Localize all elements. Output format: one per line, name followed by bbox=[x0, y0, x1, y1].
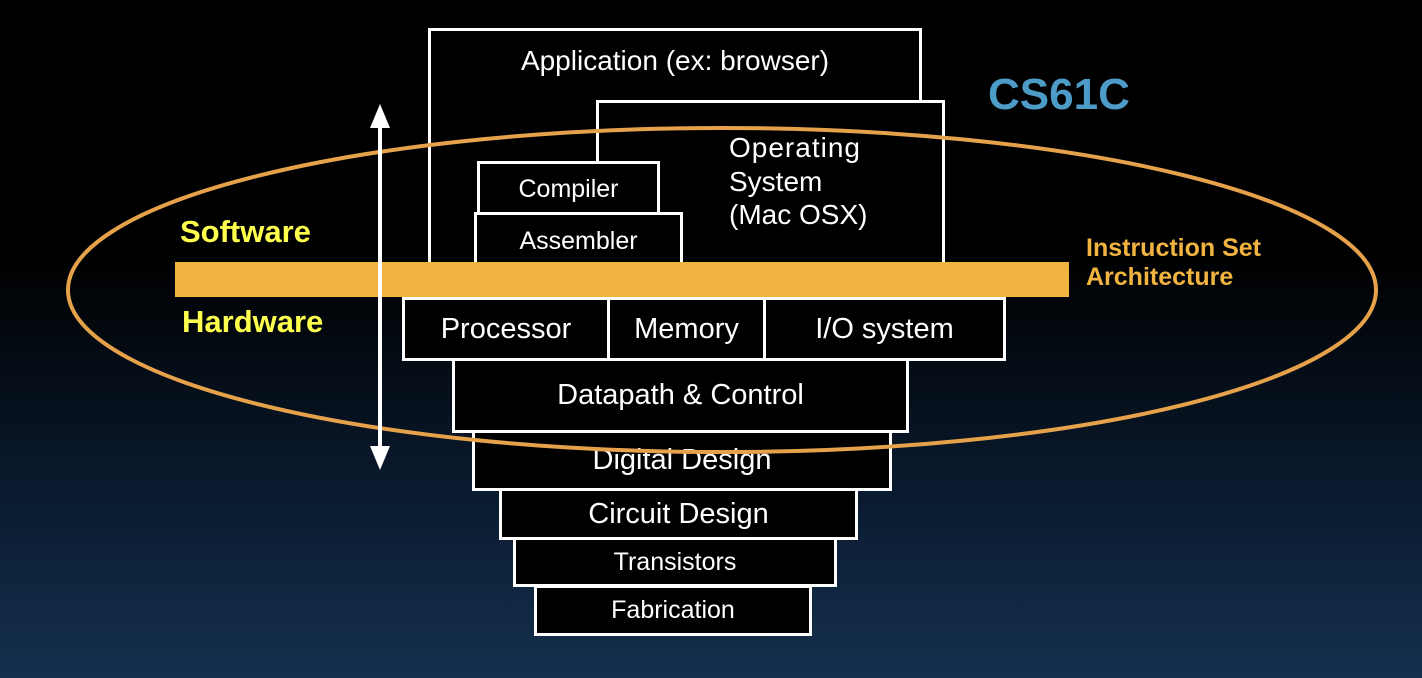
fabrication-label: Fabrication bbox=[611, 596, 735, 624]
application-layer: Application (ex: browser) bbox=[428, 28, 922, 268]
io-system-label: I/O system bbox=[815, 312, 954, 345]
fabrication-layer: Fabrication bbox=[534, 585, 812, 636]
software-hardware-double-arrow bbox=[370, 104, 390, 470]
hardware-label: Hardware bbox=[182, 304, 324, 339]
datapath-control-label: Datapath & Control bbox=[557, 379, 804, 411]
io-system-layer: I/O system bbox=[763, 297, 1006, 361]
processor-label: Processor bbox=[440, 312, 572, 345]
assembler-label: Assembler bbox=[519, 227, 638, 255]
isa-label: Instruction Set Architecture bbox=[1086, 234, 1261, 292]
compiler-label: Compiler bbox=[518, 174, 619, 203]
os-label-line3: (Mac OSX) bbox=[729, 199, 868, 231]
transistors-label: Transistors bbox=[613, 547, 737, 576]
page-title: CS61C bbox=[988, 70, 1130, 119]
os-label-line2: System bbox=[729, 165, 823, 197]
circuit-design-label: Circuit Design bbox=[588, 497, 769, 530]
circuit-design-layer: Circuit Design bbox=[499, 488, 858, 540]
operating-system-layer: Operating System (Mac OSX) bbox=[596, 100, 945, 268]
cs61c-scope-ellipse bbox=[66, 126, 1378, 454]
application-label: Application (ex: browser) bbox=[520, 45, 830, 76]
isa-label-line1: Instruction Set bbox=[1086, 234, 1262, 262]
os-label: Operating System (Mac OSX) bbox=[729, 131, 867, 232]
software-label: Software bbox=[180, 214, 311, 249]
memory-layer: Memory bbox=[607, 297, 766, 361]
compiler-layer: Compiler bbox=[477, 161, 660, 217]
isa-label-line2: Architecture bbox=[1086, 262, 1234, 291]
os-label-line1: Operating bbox=[729, 132, 861, 163]
memory-label: Memory bbox=[634, 312, 739, 345]
isa-bar bbox=[175, 262, 1069, 297]
assembler-layer: Assembler bbox=[474, 212, 683, 268]
